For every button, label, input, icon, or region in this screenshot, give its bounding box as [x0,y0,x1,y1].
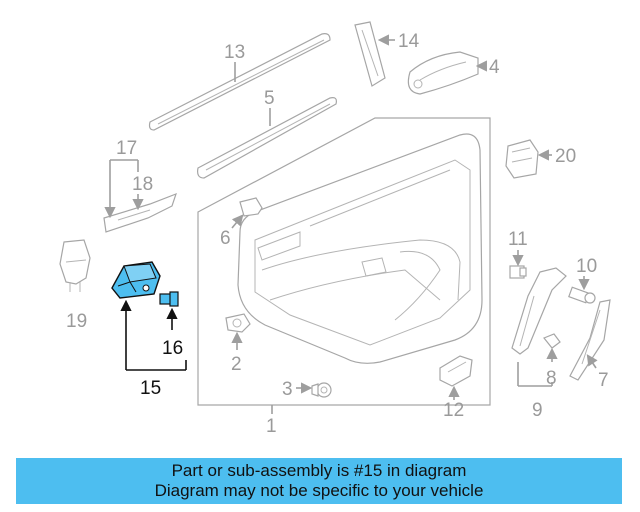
corner-trim [354,21,386,87]
screw-16[interactable] [159,291,179,307]
callout-11[interactable]: 11 [508,229,528,250]
lower-bracket [439,355,473,387]
bolt-11 [509,265,527,279]
callout-7[interactable]: 7 [598,370,609,391]
callout-9[interactable]: 9 [532,400,543,421]
leader-line-7 [586,354,598,369]
trim-strip [197,97,337,179]
callout-19[interactable]: 19 [66,311,87,332]
grommet [225,313,251,333]
callout-10[interactable]: 10 [576,256,597,277]
banner-line-1: Part or sub-assembly is #15 in diagram [171,461,467,480]
info-banner: Part or sub-assembly is #15 in diagram D… [16,458,622,504]
small-clip [543,333,561,349]
bolt-10 [568,286,596,304]
trim-clip [239,197,263,217]
callout-1[interactable]: 1 [266,416,277,437]
push-clip [311,382,332,398]
callout-14[interactable]: 14 [398,31,420,52]
callout-15[interactable]: 15 [140,378,161,399]
inside-door-handle [407,51,479,95]
leader-line-6 [231,214,244,229]
armrest-bracket [511,267,567,355]
callout-3[interactable]: 3 [282,379,293,400]
trim-bracket [103,192,177,233]
callout-2[interactable]: 2 [231,354,242,375]
callout-18[interactable]: 18 [132,174,153,195]
window-switch [505,139,539,179]
callout-8[interactable]: 8 [546,368,557,389]
callout-16[interactable]: 16 [162,338,183,359]
banner-line-2: Diagram may not be specific to your vehi… [154,481,484,500]
callout-4[interactable]: 4 [489,57,500,78]
belt-weatherstrip [148,33,331,131]
parts-diagram: 1 13 5 14 4 20 17 18 [59,21,611,437]
callout-13[interactable]: 13 [224,42,245,63]
callout-20[interactable]: 20 [555,146,576,167]
highlighted-part-15[interactable] [111,261,161,299]
switch-housing [59,239,91,292]
callout-5[interactable]: 5 [264,88,275,109]
callout-12[interactable]: 12 [443,400,464,421]
side-trim [569,299,611,381]
callout-6[interactable]: 6 [220,228,231,249]
callout-17[interactable]: 17 [116,138,137,159]
door-trim-panel [197,117,491,406]
